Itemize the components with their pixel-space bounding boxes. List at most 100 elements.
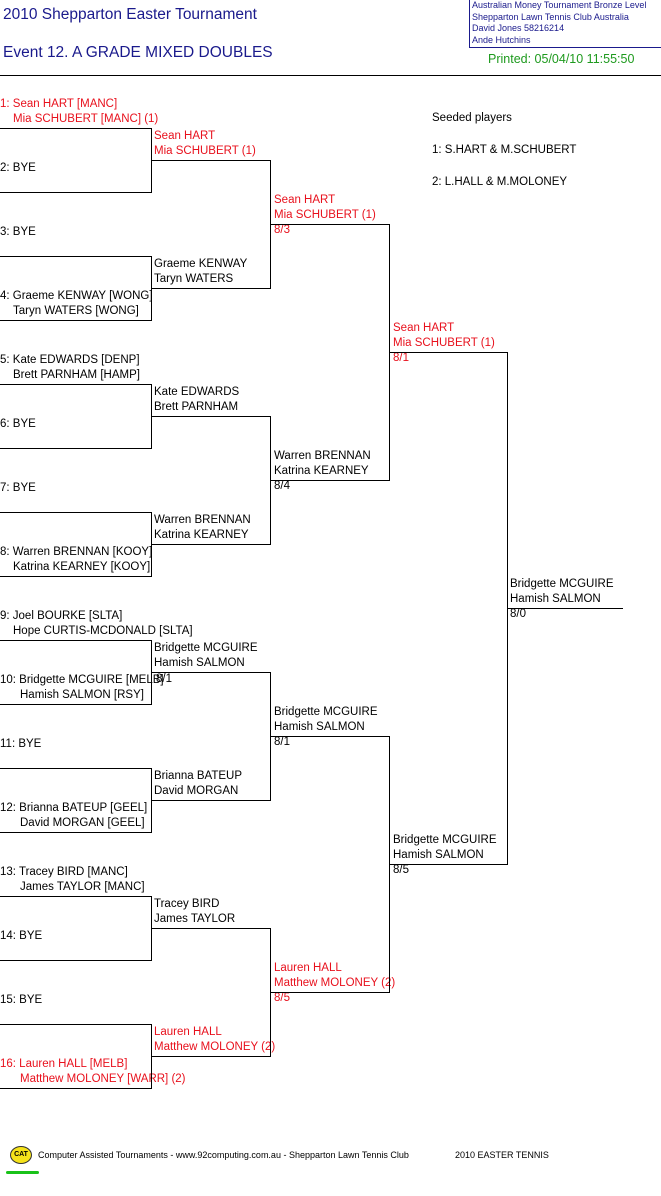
event-title: Event 12. A GRADE MIXED DOUBLES <box>3 44 273 61</box>
round2-entry-7-line2: James TAYLOR <box>154 913 236 925</box>
quarterfinal-1-line2: Mia SCHUBERT (1) <box>274 209 376 221</box>
semifinal-line-1 <box>389 352 508 353</box>
quarterfinal-1-score: 8/3 <box>274 224 290 236</box>
draw-entry-1-line2: Mia SCHUBERT [MANC] (1) <box>13 113 159 125</box>
round2-entry-5-line2: Hamish SALMON <box>154 657 245 669</box>
round2-entry-8-line2: Matthew MOLONEY (2) <box>154 1041 276 1053</box>
round2-entry-2-line1: Graeme KENWAY <box>154 258 248 270</box>
draw-line-9 <box>0 640 152 641</box>
round2-entry-1-line1: Sean HART <box>154 130 216 142</box>
draw-line-15 <box>0 1024 152 1025</box>
round2-entry-4-line1: Warren BRENNAN <box>154 514 251 526</box>
semifinal-2-line2: Hamish SALMON <box>393 849 484 861</box>
draw-line-5 <box>0 384 152 385</box>
draw-line-14 <box>0 960 152 961</box>
draw-entry-12-line1: 12: Brianna BATEUP [GEEL] <box>0 802 148 814</box>
quarterfinal-1-line1: Sean HART <box>274 194 336 206</box>
quarterfinal-4-score: 8/5 <box>274 992 290 1004</box>
round2-entry-5-score: 8/1 <box>156 673 172 685</box>
draw-entry-3-line1: 3: BYE <box>0 226 36 238</box>
cat-logo-icon: CAT <box>10 1146 32 1164</box>
draw-line-6 <box>0 448 152 449</box>
draw-line-3 <box>0 256 152 257</box>
round2-line-3 <box>151 416 271 417</box>
quarterfinal-4-line2: Matthew MOLONEY (2) <box>274 977 396 989</box>
draw-line-16 <box>0 1088 152 1089</box>
draw-line-11 <box>0 768 152 769</box>
semifinal-1-score: 8/1 <box>393 352 409 364</box>
draw-entry-10-line2: Hamish SALMON [RSY] <box>20 689 144 701</box>
draw-line-1 <box>0 128 152 129</box>
round2-entry-8-line1: Lauren HALL <box>154 1026 222 1038</box>
semifinal-1-line1: Sean HART <box>393 322 455 334</box>
round2-line-6 <box>151 800 271 801</box>
draw-entry-8-line1: 8: Warren BRENNAN [KOOY] <box>0 546 153 558</box>
draw-line-4 <box>0 320 152 321</box>
round2-entry-5-line1: Bridgette MCGUIRE <box>154 642 258 654</box>
draw-entry-11-line1: 11: BYE <box>0 738 42 750</box>
quarterfinal-3-line1: Bridgette MCGUIRE <box>274 706 378 718</box>
draw-entry-10-line1: 10: Bridgette MCGUIRE [MELB] <box>0 674 164 686</box>
logo-underline <box>6 1171 39 1174</box>
semifinal-2-score: 8/5 <box>393 864 409 876</box>
draw-entry-15-line1: 15: BYE <box>0 994 43 1006</box>
draw-line-13 <box>0 896 152 897</box>
quarterfinal-line-3 <box>270 736 390 737</box>
draw-entry-16-line2: Matthew MOLONEY [WARR] (2) <box>20 1073 186 1085</box>
draw-entry-4-line2: Taryn WATERS [WONG] <box>13 305 139 317</box>
round2-line-1 <box>151 160 271 161</box>
draw-entry-8-line2: Katrina KEARNEY [KOOY] <box>13 561 151 573</box>
semifinal-1-line2: Mia SCHUBERT (1) <box>393 337 495 349</box>
draw-line-8 <box>0 576 152 577</box>
quarterfinal-3-line2: Hamish SALMON <box>274 721 365 733</box>
seeded-player-2: 2: L.HALL & M.MOLONEY <box>432 176 568 188</box>
round2-line-4 <box>151 544 271 545</box>
header-divider <box>0 75 661 76</box>
round2-entry-2-line2: Taryn WATERS <box>154 273 234 285</box>
draw-entry-9-line2: Hope CURTIS-MCDONALD [SLTA] <box>13 625 193 637</box>
info-line-1: Australian Money Tournament Bronze Level <box>472 0 647 10</box>
draw-entry-2-line1: 2: BYE <box>0 162 36 174</box>
semifinal-2-line1: Bridgette MCGUIRE <box>393 834 497 846</box>
draw-entry-7-line1: 7: BYE <box>0 482 36 494</box>
quarterfinal-line-2 <box>270 480 390 481</box>
info-line-3: David Jones 58216214 <box>472 23 565 34</box>
round2-line-2 <box>151 288 271 289</box>
round2-entry-6-line1: Brianna BATEUP <box>154 770 242 782</box>
draw-entry-1-line1: 1: Sean HART [MANC] <box>0 98 118 110</box>
draw-entry-5-line2: Brett PARNHAM [HAMP] <box>13 369 140 381</box>
round2-entry-3-line1: Kate EDWARDS <box>154 386 240 398</box>
draw-line-10 <box>0 704 152 705</box>
quarterfinal-4-line1: Lauren HALL <box>274 962 342 974</box>
footer-event-name: 2010 EASTER TENNIS <box>455 1150 549 1160</box>
seeded-heading: Seeded players <box>432 112 512 124</box>
draw-entry-6-line1: 6: BYE <box>0 418 36 430</box>
draw-entry-5-line1: 5: Kate EDWARDS [DENP] <box>0 354 140 366</box>
draw-entry-9-line1: 9: Joel BOURKE [SLTA] <box>0 610 123 622</box>
draw-line-2 <box>0 192 152 193</box>
round2-entry-1-line2: Mia SCHUBERT (1) <box>154 145 256 157</box>
round2-entry-7-line1: Tracey BIRD <box>154 898 220 910</box>
seeded-player-1: 1: S.HART & M.SCHUBERT <box>432 144 577 156</box>
round2-line-8 <box>151 1056 271 1057</box>
info-line-2: Shepparton Lawn Tennis Club Australia <box>472 11 629 22</box>
draw-line-7 <box>0 512 152 513</box>
final-line <box>507 608 623 609</box>
draw-entry-14-line1: 14: BYE <box>0 930 43 942</box>
quarterfinal-2-score: 8/4 <box>274 480 290 492</box>
semifinal-line-2 <box>389 864 508 865</box>
draw-entry-16-line1: 16: Lauren HALL [MELB] <box>0 1058 128 1070</box>
info-line-4: Ande Hutchins <box>472 34 531 45</box>
quarterfinal-2-line1: Warren BRENNAN <box>274 450 371 462</box>
round2-entry-3-line2: Brett PARNHAM <box>154 401 239 413</box>
final-line1: Bridgette MCGUIRE <box>510 578 614 590</box>
round2-entry-4-line2: Katrina KEARNEY <box>154 529 249 541</box>
draw-entry-13-line1: 13: Tracey BIRD [MANC] <box>0 866 128 878</box>
printed-timestamp: Printed: 05/04/10 11:55:50 <box>488 52 635 66</box>
quarterfinal-2-line2: Katrina KEARNEY <box>274 465 369 477</box>
round2-line-7 <box>151 928 271 929</box>
draw-entry-12-line2: David MORGAN [GEEL] <box>20 817 145 829</box>
round2-entry-6-line2: David MORGAN <box>154 785 239 797</box>
final-line2: Hamish SALMON <box>510 593 601 605</box>
quarterfinal-line-1 <box>270 224 390 225</box>
